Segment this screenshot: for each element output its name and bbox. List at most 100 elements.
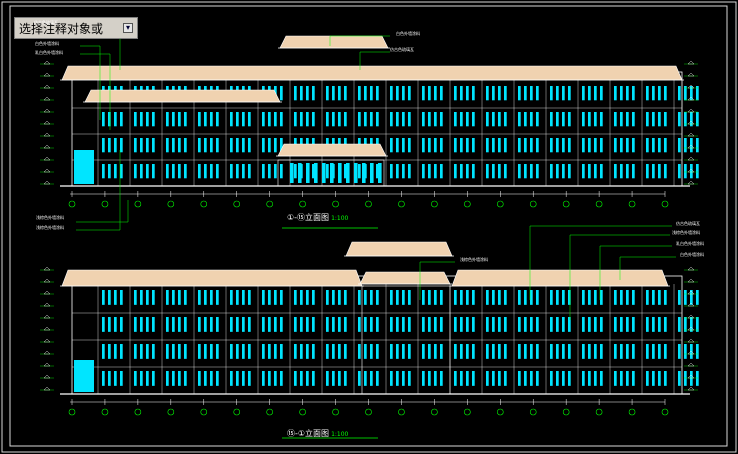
window [530, 86, 533, 101]
window [362, 163, 366, 183]
window [326, 317, 329, 332]
axis-bubble [529, 408, 537, 416]
window [460, 164, 463, 179]
level-triangle [43, 338, 51, 343]
window [678, 317, 681, 332]
window [486, 86, 489, 101]
window [582, 317, 585, 332]
window [396, 138, 399, 153]
window [230, 344, 233, 359]
window [326, 290, 329, 305]
elevation-top[interactable] [40, 27, 699, 231]
window [198, 112, 201, 127]
level-triangle [43, 168, 51, 173]
window [102, 344, 105, 359]
window [658, 290, 661, 305]
window [614, 371, 617, 386]
window [248, 112, 251, 127]
window [370, 290, 373, 305]
window [134, 164, 137, 179]
window [454, 112, 457, 127]
leader-line [80, 45, 101, 120]
window [460, 138, 463, 153]
window [646, 290, 649, 305]
window [530, 344, 533, 359]
window [268, 112, 271, 127]
window [312, 371, 315, 386]
window [294, 164, 297, 179]
window [408, 86, 411, 101]
window [466, 344, 469, 359]
window [178, 164, 181, 179]
window [550, 138, 553, 153]
axis-bubble [200, 200, 208, 208]
elevation-bottom[interactable] [40, 225, 699, 439]
axis-bubble [365, 200, 372, 208]
axis-bubble [496, 200, 504, 208]
level-triangle [687, 290, 695, 295]
window [486, 112, 489, 127]
level-triangle [43, 362, 51, 367]
window [198, 290, 201, 305]
window [678, 290, 681, 305]
window [344, 112, 347, 127]
window [262, 138, 265, 153]
window [626, 112, 629, 127]
window [632, 138, 635, 153]
window [472, 112, 475, 127]
window [600, 317, 603, 332]
window [600, 371, 603, 386]
window [312, 86, 315, 101]
window [408, 344, 411, 359]
window [588, 371, 591, 386]
window [198, 317, 201, 332]
axis-bubble [431, 408, 438, 416]
note-bottom-2: 仿古色琉璃瓦 [676, 221, 700, 226]
window [390, 290, 393, 305]
axis-bubble [496, 408, 504, 416]
window [594, 371, 597, 386]
window [248, 317, 251, 332]
window [274, 290, 277, 305]
axis-bubble [464, 200, 471, 208]
window [370, 371, 373, 386]
window [696, 164, 699, 179]
window [178, 138, 181, 153]
window [492, 112, 495, 127]
window [152, 164, 155, 179]
command-prompt[interactable]: 选择注释对象或 ▾ [14, 17, 138, 39]
level-triangle [43, 278, 51, 283]
window [562, 290, 565, 305]
window [690, 164, 693, 179]
window [408, 290, 411, 305]
window [396, 317, 399, 332]
note-top-4: 仿古色琉璃瓦 [390, 47, 414, 52]
window [108, 138, 111, 153]
roof [61, 65, 683, 81]
window [280, 112, 283, 127]
window [120, 344, 123, 359]
window [472, 290, 475, 305]
level-triangle [687, 96, 695, 101]
window [152, 317, 155, 332]
window [664, 317, 667, 332]
window [326, 112, 329, 127]
window [550, 112, 553, 127]
window [600, 164, 603, 179]
window [614, 344, 617, 359]
window [152, 344, 155, 359]
window [504, 317, 507, 332]
window [684, 164, 687, 179]
window [370, 344, 373, 359]
window [466, 371, 469, 386]
window [454, 344, 457, 359]
window [626, 86, 629, 101]
window [632, 112, 635, 127]
window [172, 290, 175, 305]
window [146, 344, 149, 359]
axis-bubble [562, 200, 570, 208]
dropdown-arrow-icon[interactable]: ▾ [123, 23, 133, 33]
window [146, 371, 149, 386]
